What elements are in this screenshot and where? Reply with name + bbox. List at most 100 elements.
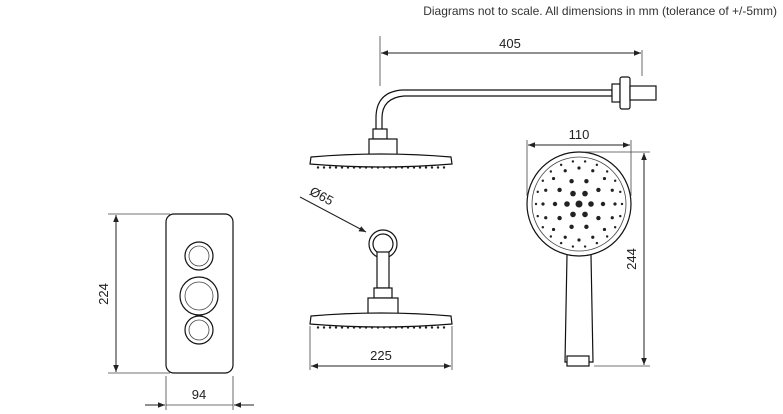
nozzle-dot [536,214,539,218]
nozzle-dot [605,235,609,238]
nozzle-dot [613,202,617,206]
nozzle-dot [541,226,545,229]
nozzle-dot [591,235,595,239]
control-plate [165,213,234,374]
nozzle-dot [370,326,374,329]
nozzle-dot [602,227,607,232]
nozzle-row-top [316,166,446,169]
nozzle-dot [595,241,599,245]
nozzle-dot [442,166,446,169]
nozzle-dot [564,201,570,207]
dim-label-224: 224 [96,283,111,305]
nozzle-dot [328,166,332,169]
nozzle-dot [424,166,428,169]
nozzle-dot [406,166,410,169]
nozzle-dot [316,166,320,169]
dim-label-o65: Ø65 [307,184,336,209]
nozzle-dot [382,166,386,169]
nozzle-dot [596,187,601,193]
nozzle-dot [559,241,563,245]
nozzle-dot [400,326,404,329]
nozzle-dot [352,166,356,169]
wall-arm-shower-head [309,76,657,169]
nozzle-dot [316,326,320,329]
nozzle-dot [388,166,392,169]
nozzle-dot [436,326,440,329]
nozzle-dot [328,326,332,329]
nozzle-dot [424,326,428,329]
ceiling-shower-head [309,229,453,329]
nozzle-dot [340,166,344,169]
nozzle-dot [346,326,350,329]
dim-head-width: 225 [309,326,453,370]
nozzle-dot [430,326,434,329]
nozzle-dot [364,166,368,169]
dim-handset-width: 110 [526,127,632,196]
nozzle-dot [583,245,587,248]
nozzle-dot [570,211,576,218]
hand-shower [526,151,632,367]
nozzle-dot [334,326,338,329]
nozzle-dot [619,190,622,194]
nozzle-dot [418,326,422,329]
nozzle-dot [552,201,558,207]
dim-plate-width: 94 [145,376,254,410]
nozzle-dot [334,166,338,169]
nozzle-dot [346,166,350,169]
nozzle-dot [596,215,601,221]
nozzle-dot [575,200,583,208]
nozzle-dot [340,326,344,329]
nozzle-dot [541,202,545,206]
nozzle-dot [382,326,386,329]
nozzle-dot [322,166,326,169]
nozzle-dot [376,166,380,169]
nozzle-dot [370,166,374,169]
nozzle-dot [605,170,609,173]
nozzle-dot [549,235,553,238]
nozzle-dot [571,160,575,163]
nozzle-dot [358,166,362,169]
nozzle-dot [620,202,624,206]
nozzle-dot [577,166,581,170]
nozzle-dot [591,169,595,173]
nozzle-dot [544,216,548,220]
nozzle-dot [352,326,356,329]
dim-label-405: 405 [499,36,521,51]
nozzle-dot [436,166,440,169]
nozzle-dot [400,166,404,169]
nozzle-dot [551,176,556,181]
dim-plate-height: 224 [96,213,170,374]
dim-label-94: 94 [192,387,206,402]
nozzle-dot [570,190,576,197]
nozzle-dot [582,211,588,218]
nozzle-dot [569,224,574,230]
nozzle-dot [588,201,594,207]
nozzle-dot [613,179,617,182]
nozzle-dot [364,326,368,329]
nozzle-dot [442,326,446,329]
nozzle-dot [536,190,539,194]
nozzle-dot [394,326,398,329]
nozzle-dot [602,176,607,181]
nozzle-dot [376,326,380,329]
nozzle-dot [582,190,588,197]
nozzle-dot [613,226,617,229]
nozzle-dot [544,188,548,192]
nozzle-dot [559,163,563,167]
nozzle-dot [584,178,589,184]
nozzle-dot [418,166,422,169]
nozzle-dot [563,169,567,173]
dim-flange-diameter: Ø65 [299,184,367,233]
nozzle-dot [394,166,398,169]
nozzle-dot [569,178,574,184]
nozzle-dot [412,166,416,169]
dim-arm-length: 405 [379,36,643,86]
nozzle-dot [358,326,362,329]
dim-label-244: 244 [624,248,639,270]
nozzle-dot [610,188,614,192]
dim-handset-height: 244 [584,151,650,367]
nozzle-dot [619,214,622,218]
nozzle-dot [563,235,567,239]
nozzle-dot [600,201,606,207]
